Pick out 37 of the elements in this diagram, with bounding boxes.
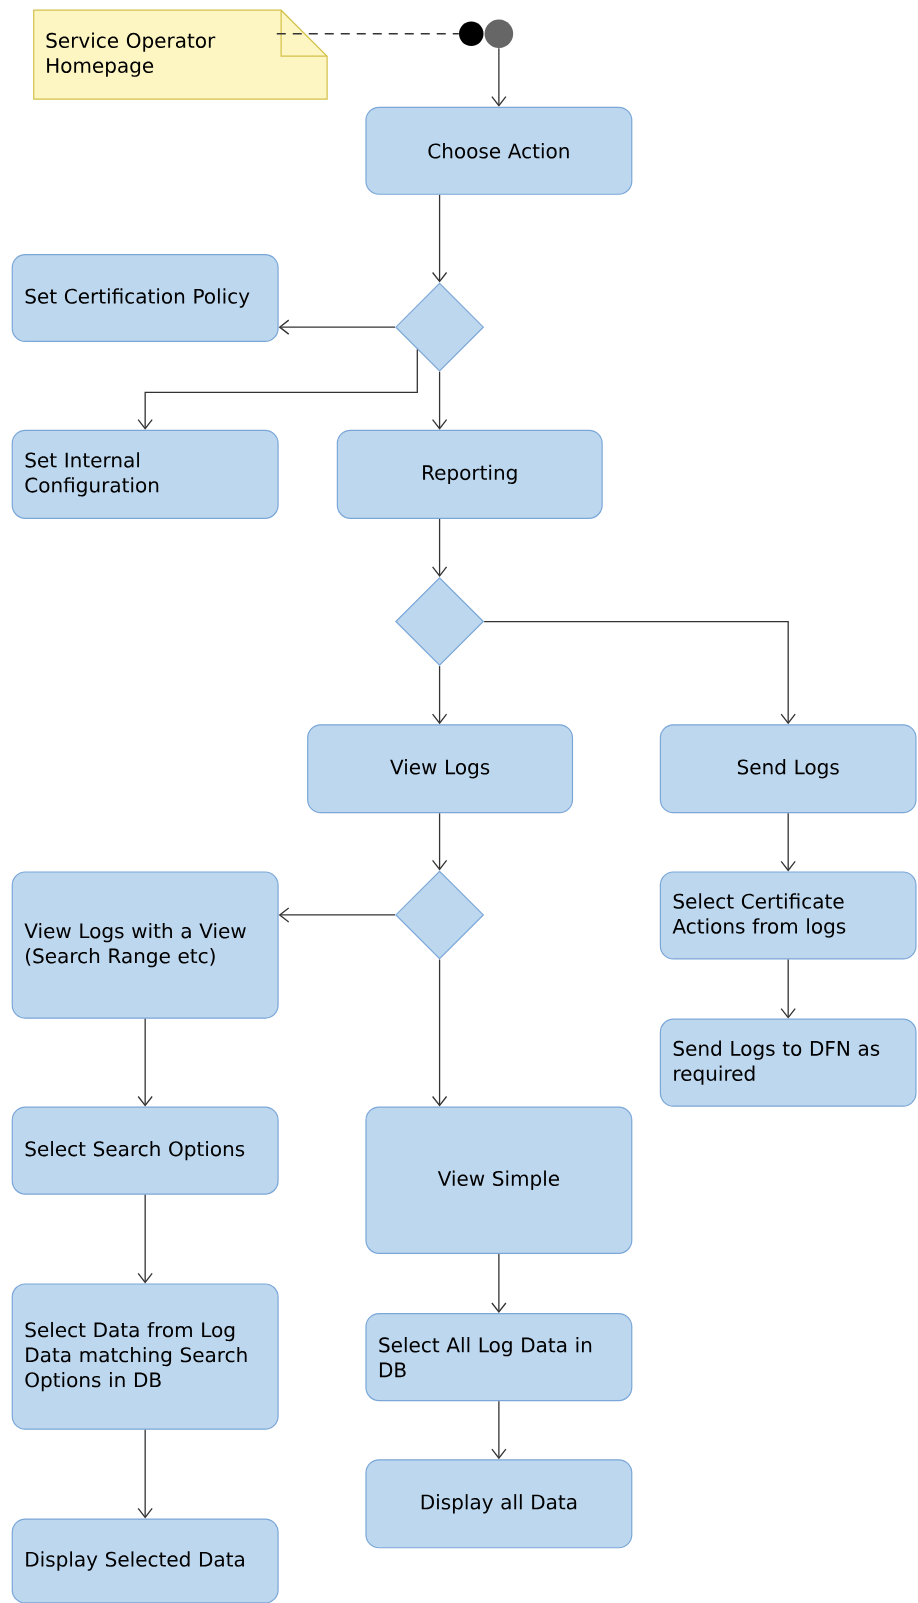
arrow <box>491 47 507 107</box>
note-box: Service Operator Homepage <box>33 9 328 100</box>
arrow <box>431 194 448 283</box>
arrow <box>137 348 418 430</box>
arrow <box>137 1194 153 1284</box>
arrow <box>431 371 448 430</box>
action-box: Display all Data <box>365 1459 633 1549</box>
action-box: View Simple <box>365 1106 633 1254</box>
action-box: Display Selected Data <box>11 1518 279 1603</box>
arrow <box>431 958 448 1107</box>
dashed-line <box>276 33 460 35</box>
action-box: View Logs <box>307 724 574 814</box>
arrow <box>491 1253 507 1314</box>
arrow <box>278 319 396 335</box>
action-box: Send Logs <box>659 724 917 814</box>
arrow <box>491 1400 507 1460</box>
arrow <box>278 907 396 923</box>
action-box: Select All Log Data in DB <box>365 1313 633 1402</box>
arrow <box>780 812 796 872</box>
action-box: Select Search Options <box>11 1106 279 1195</box>
initial-node <box>484 19 514 49</box>
action-box: Select Certificate Actions from logs <box>659 871 917 960</box>
start-dot <box>459 21 484 46</box>
arrow <box>431 665 448 725</box>
action-box: Set Internal Configuration <box>11 429 279 519</box>
action-box: Select Data from Log Data matching Search Options in DB <box>11 1283 279 1430</box>
arrow <box>137 1429 153 1519</box>
arrow <box>780 958 796 1019</box>
action-box: Choose Action <box>365 106 633 195</box>
arrow <box>137 1018 153 1107</box>
action-box: Set Certification Policy <box>11 253 279 343</box>
action-box: Send Logs to DFN as required <box>659 1018 917 1107</box>
arrow <box>431 812 448 871</box>
arrow <box>483 620 796 725</box>
action-box: View Logs with a View (Search Range etc) <box>11 871 279 1019</box>
arrow <box>431 518 448 577</box>
action-box: Reporting <box>336 429 603 519</box>
